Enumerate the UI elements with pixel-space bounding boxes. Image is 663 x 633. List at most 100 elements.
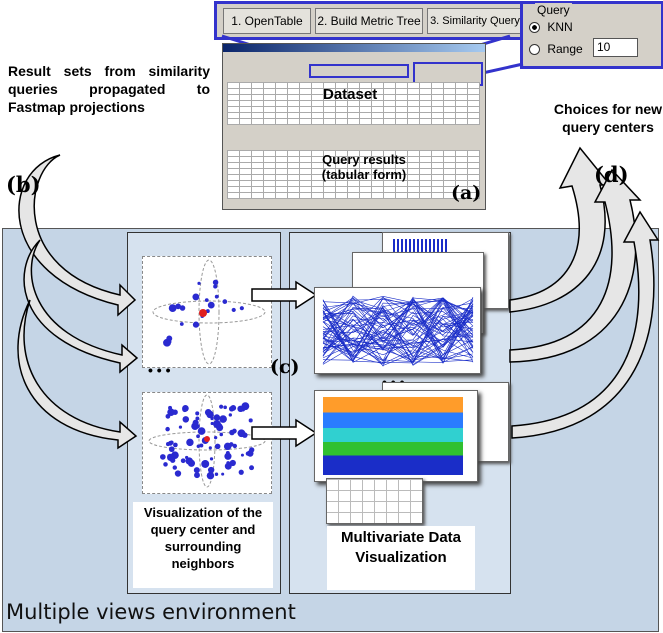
neighbor-dot (249, 465, 255, 471)
build-metric-tree-button[interactable]: 2. Build Metric Tree (315, 8, 423, 34)
neighbor-dot (207, 466, 215, 474)
parallel-coordinate-line (322, 304, 474, 364)
neighbor-dot (196, 444, 201, 448)
neighbor-dot (172, 465, 177, 470)
neighbor-dot (186, 438, 194, 447)
neighbor-dot (229, 429, 235, 436)
neighbor-dot (249, 447, 255, 453)
open-table-button[interactable]: 1. OpenTable (223, 8, 311, 34)
parallel-coordinate-line (322, 300, 474, 352)
neighbor-dot (228, 413, 232, 417)
neighbor-dot (175, 303, 182, 310)
query-group-title: Query (535, 3, 572, 17)
neighbor-dot (167, 408, 175, 417)
neighbor-dot (230, 405, 237, 411)
parallel-coordinate-line (322, 297, 474, 348)
neighbor-dot (182, 405, 189, 412)
neighbor-dot (224, 462, 232, 470)
neighbor-dot (165, 426, 170, 432)
parallel-coordinate-line (322, 295, 474, 350)
neighbor-dot (201, 460, 210, 468)
neighbor-dot (231, 307, 236, 313)
query-center-dot (204, 436, 210, 442)
dataset-label: Dataset (323, 86, 378, 103)
parallel-coordinate-line (322, 303, 474, 360)
neighbor-dot (210, 416, 214, 421)
neighbor-dot (204, 298, 209, 303)
left-annotation: Result sets from similarity queries prop… (8, 63, 210, 115)
neighbor-dot (182, 416, 190, 423)
neighbor-dot (219, 432, 224, 437)
mdv-stack-top (312, 232, 512, 374)
parallel-coordinate-line (322, 296, 474, 359)
neighbor-dot (237, 429, 246, 438)
neighbor-dot (210, 421, 214, 426)
arrow-right-top (251, 280, 318, 310)
neighbor-dot (213, 414, 221, 421)
neighbor-dot (241, 402, 250, 411)
tag-b: (b) (6, 172, 41, 197)
neighbor-dot (168, 304, 177, 312)
neighbor-dot (194, 472, 200, 479)
query-results-table (227, 150, 480, 199)
neighbor-dot (172, 454, 176, 458)
query-viz-panel-top (142, 256, 272, 368)
window-titlebar (223, 44, 485, 52)
parallel-coordinate-line (322, 304, 474, 353)
neighbor-dot (179, 305, 186, 311)
neighbor-dot (199, 443, 204, 448)
neighbor-dot (197, 281, 201, 285)
neighbor-dot (160, 454, 166, 460)
similarity-query-button[interactable]: 3. Similarity Query (427, 8, 523, 34)
neighbor-dot (196, 434, 200, 439)
neighbor-dot (163, 462, 168, 467)
dataset-table (227, 82, 480, 125)
parallel-coordinate-line (322, 306, 474, 363)
parallel-coordinate-line (322, 299, 474, 320)
left-column-caption: Visualization of the query center and su… (133, 502, 273, 588)
neighbor-dot (222, 299, 228, 304)
neighbor-dot (173, 442, 178, 448)
parallel-coordinate-line (322, 299, 474, 362)
neighbor-dot (168, 405, 173, 410)
neighbor-dot (187, 459, 196, 467)
neighbor-dot (192, 419, 199, 426)
range-input[interactable]: 10 (593, 38, 638, 57)
neighbor-dot (204, 409, 212, 416)
neighbor-dot (214, 294, 219, 299)
query-viz-panel-bottom (142, 392, 272, 494)
neighbor-dot (219, 415, 227, 423)
neighbor-dot (224, 452, 232, 460)
mdv-stack-bottom (312, 382, 512, 524)
parallel-coordinate-line (322, 300, 474, 364)
neighbor-dot (213, 284, 218, 289)
neighbor-dot (213, 420, 222, 429)
neighbor-dot (178, 425, 183, 429)
neighbor-dot (192, 321, 200, 328)
parallel-coordinate-line (322, 298, 474, 365)
parallel-coordinate-line (322, 300, 474, 346)
propagation-arrows (17, 154, 139, 450)
neighbor-dot (212, 279, 219, 286)
knn-radio[interactable]: KNN (529, 20, 573, 34)
parallel-coordinates-plot (322, 295, 474, 367)
neighbor-dot (179, 322, 184, 326)
neighbor-dot (214, 472, 219, 476)
query-panel-zoom: Query KNN Range 10 (520, 1, 663, 69)
neighbor-dot (195, 411, 200, 416)
parallel-coordinate-line (322, 295, 474, 340)
arrow-right-bottom (251, 418, 318, 448)
environment-label: Multiple views environment (6, 600, 296, 624)
neighbor-dot (192, 293, 200, 301)
mini-toolbar (309, 64, 409, 78)
parallel-coordinate-line (322, 299, 474, 362)
neighbor-dot (207, 301, 215, 309)
range-label: Range (547, 42, 583, 56)
neighbor-dot (214, 443, 221, 450)
radio-unselected-icon (529, 44, 540, 56)
parallel-coordinate-line (322, 297, 474, 363)
neighbor-dot (165, 413, 171, 419)
metric-space-app-window: Dataset Query results (tabular form) (a) (222, 43, 486, 210)
neighbor-dot (197, 427, 206, 435)
range-radio[interactable]: Range (529, 42, 583, 56)
